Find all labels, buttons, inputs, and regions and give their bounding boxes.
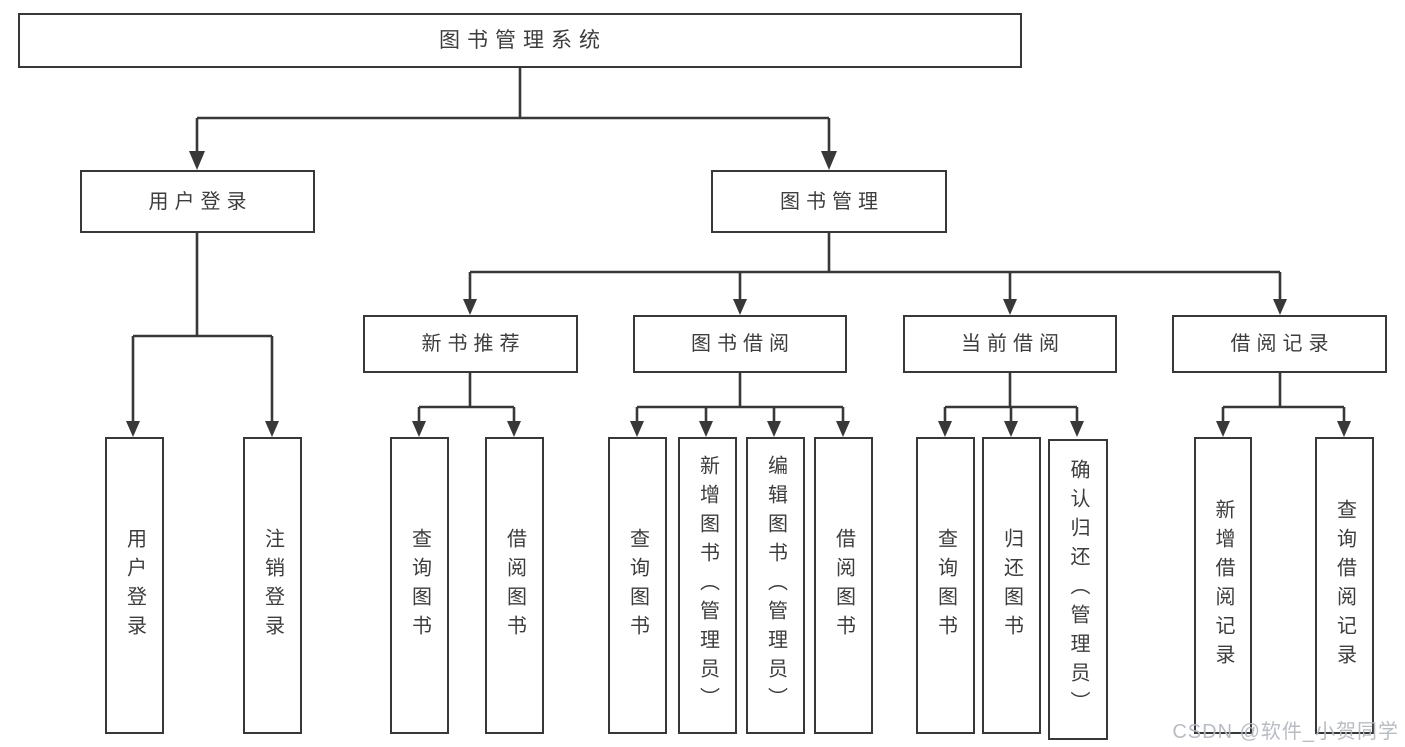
leaf-return-books: 归还图书 — [982, 437, 1041, 734]
node-user-login: 用户登录 — [80, 170, 315, 233]
leaf-confirm-return-admin: 确认归还（管理员） — [1048, 439, 1108, 740]
leaf-query-books-current: 查询图书 — [916, 437, 975, 734]
leaf-logout: 注销登录 — [243, 437, 302, 734]
leaf-query-books-recommend: 查询图书 — [390, 437, 449, 734]
leaf-borrow-books: 借阅图书 — [814, 437, 873, 734]
node-borrowing-records: 借阅记录 — [1172, 315, 1387, 373]
node-library-management-system: 图书管理系统 — [18, 13, 1022, 68]
leaf-user-login: 用户登录 — [105, 437, 164, 734]
node-book-management: 图书管理 — [711, 170, 947, 233]
tree-branch-lines — [131, 68, 1346, 422]
leaf-add-books-admin: 新增图书（管理员） — [678, 437, 737, 734]
leaf-query-borrow-record: 查询借阅记录 — [1315, 437, 1374, 734]
node-book-borrowing: 图书借阅 — [633, 315, 847, 373]
watermark: CSDN @软件_小贺同学 — [1172, 721, 1399, 743]
node-current-borrowing: 当前借阅 — [903, 315, 1117, 373]
leaf-query-books-borrow: 查询图书 — [608, 437, 667, 734]
leaf-add-borrow-record: 新增借阅记录 — [1194, 437, 1252, 734]
node-new-book-recommendation: 新书推荐 — [363, 315, 578, 373]
leaf-borrow-books-recommend: 借阅图书 — [485, 437, 544, 734]
leaf-edit-books-admin: 编辑图书（管理员） — [746, 437, 805, 734]
